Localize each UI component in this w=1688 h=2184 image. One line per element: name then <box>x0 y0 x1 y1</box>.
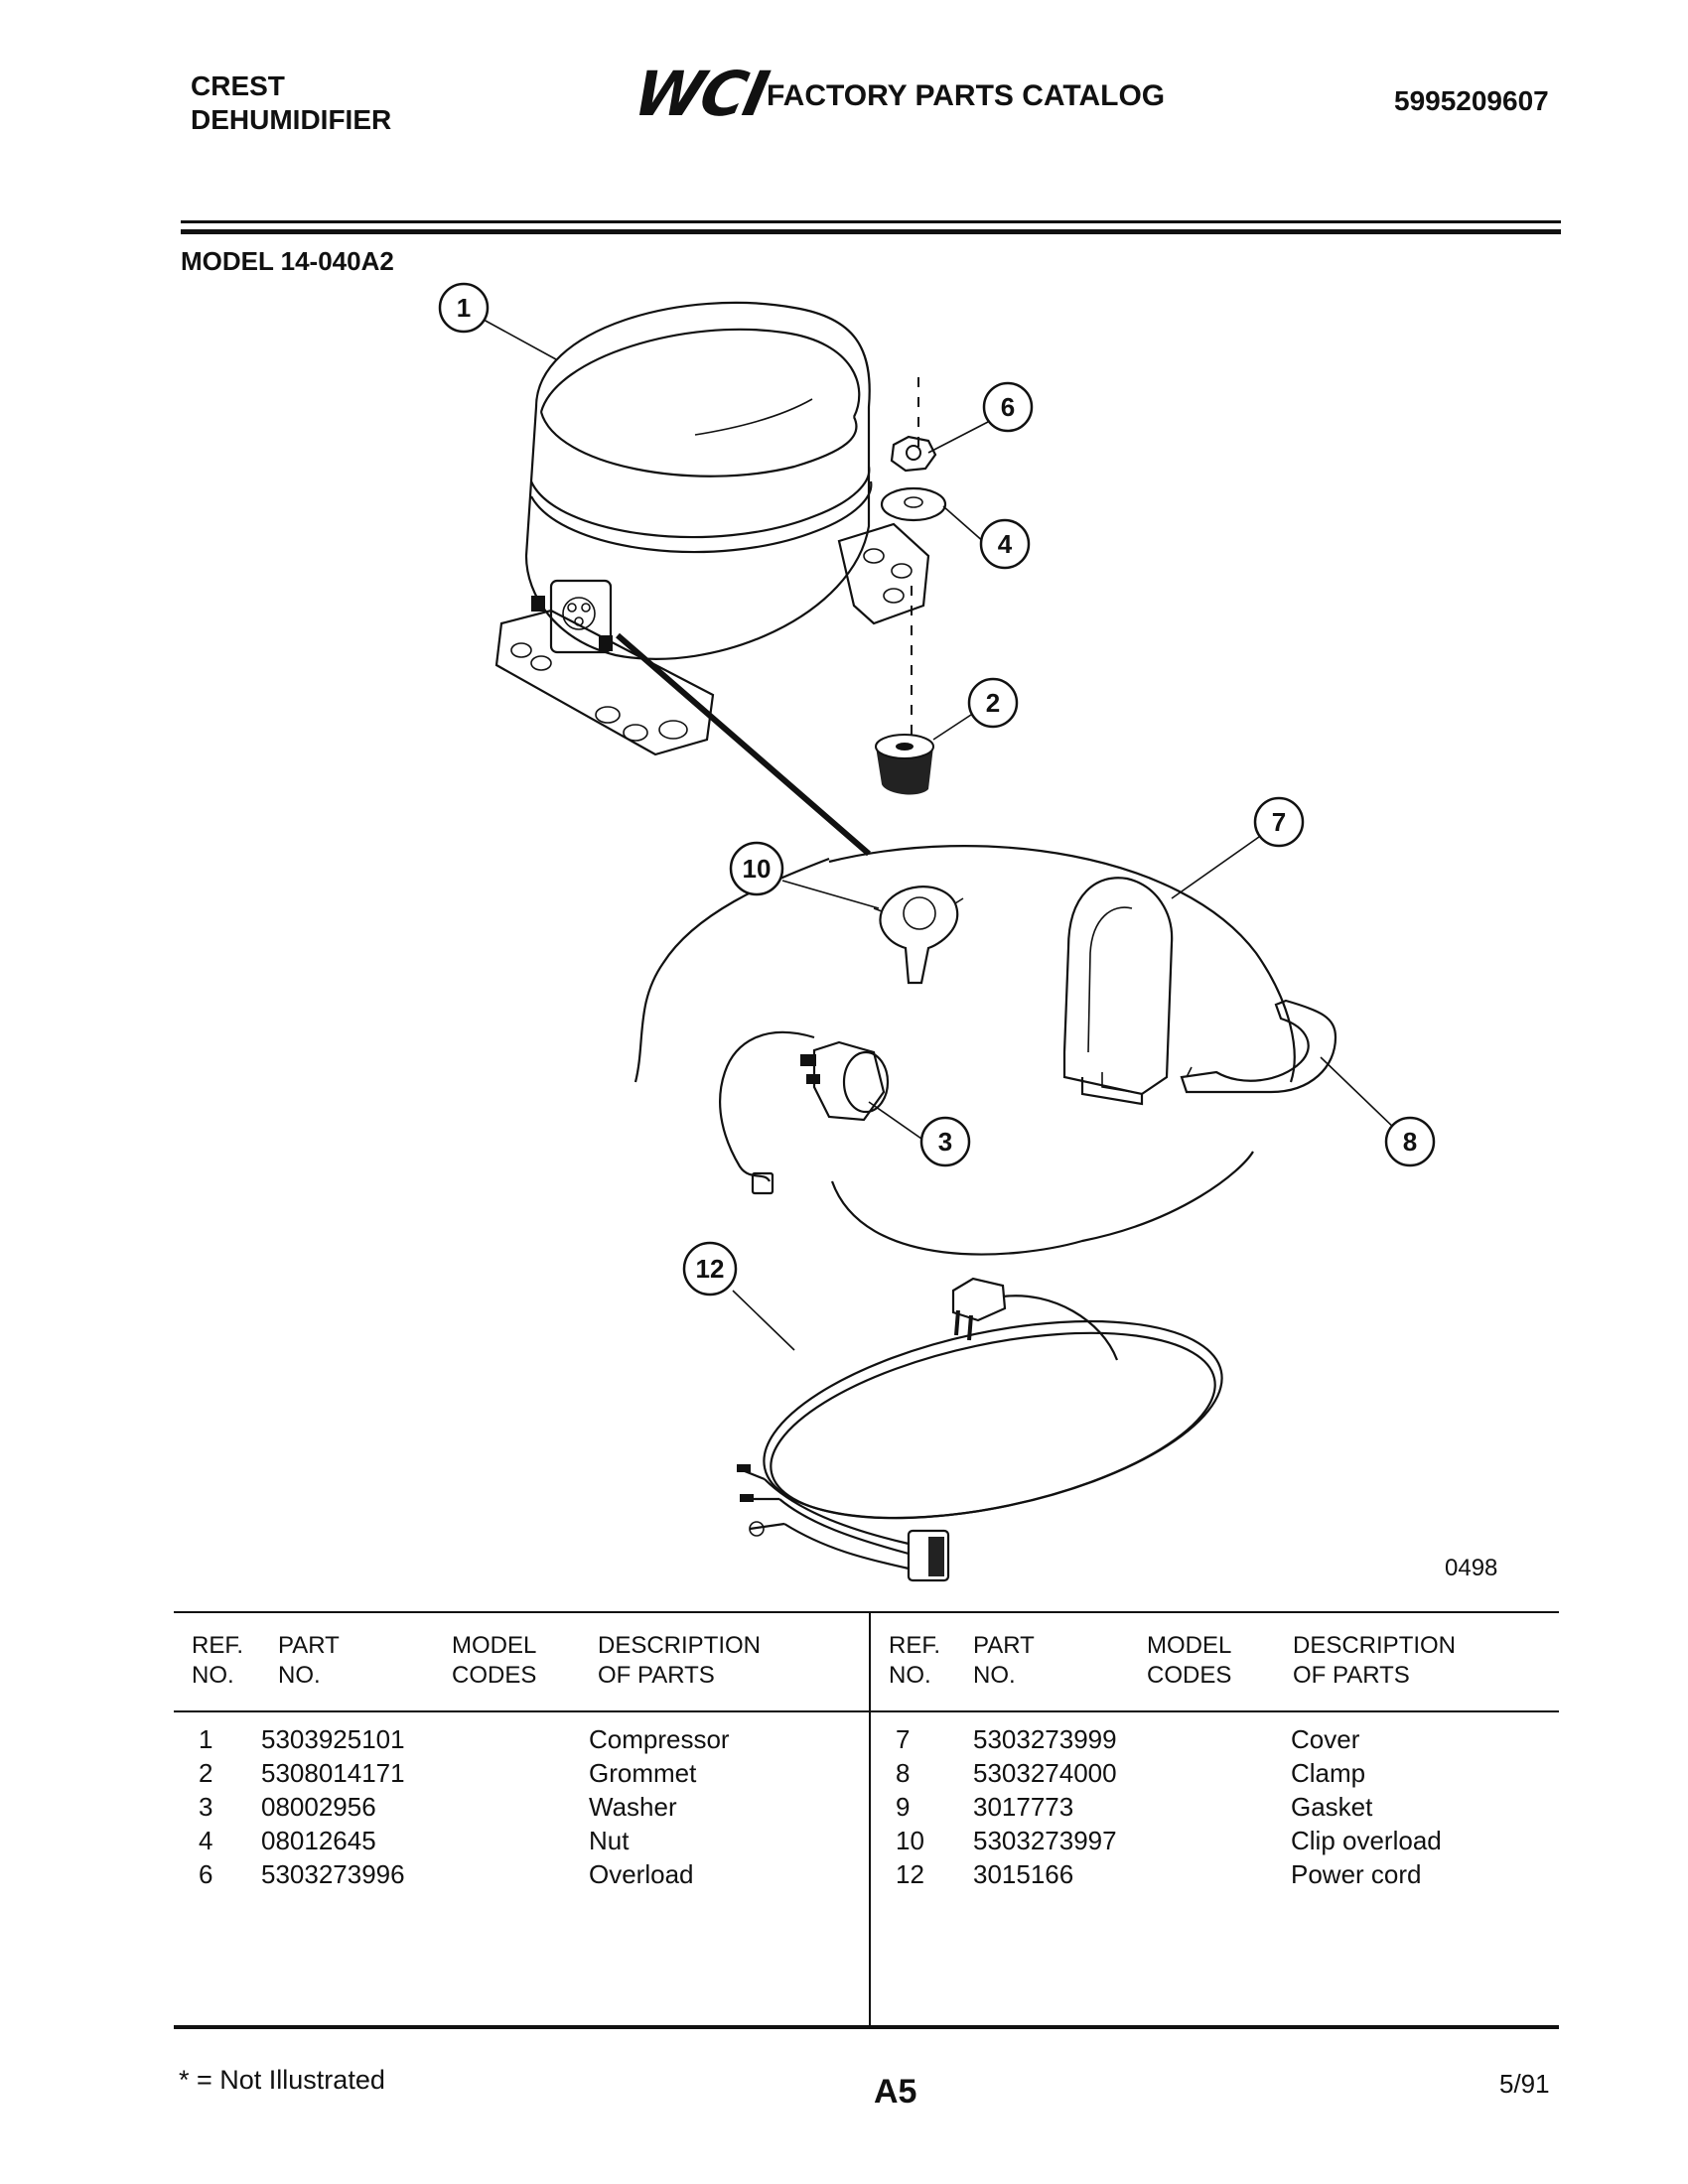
washer-illustration <box>880 486 947 522</box>
ref-no: 6 <box>199 1859 213 1889</box>
part-no: 5303274000 <box>973 1758 1117 1788</box>
clip-overload-illustration <box>873 886 964 985</box>
ref-no: 2 <box>199 1758 213 1788</box>
not-illustrated-note: * = Not Illustrated <box>179 2065 385 2095</box>
figure-code: 0498 <box>1445 1555 1497 1581</box>
clamp-illustration <box>1180 999 1337 1094</box>
part-description: Grommet <box>589 1758 697 1788</box>
part-no: 5303273999 <box>973 1724 1117 1754</box>
ref-no: 10 <box>896 1826 924 1855</box>
svg-text:10: 10 <box>743 854 772 884</box>
part-description: Clamp <box>1291 1758 1366 1788</box>
part-description: Compressor <box>589 1724 730 1754</box>
cover-illustration <box>1062 877 1174 1106</box>
part-description: Gasket <box>1291 1792 1373 1822</box>
part-no: 5303925101 <box>261 1724 405 1754</box>
table-row: 12 3015166 Power cord <box>874 1857 1559 1891</box>
callout-10: 10 <box>729 841 784 896</box>
part-no: 5308014171 <box>261 1758 405 1788</box>
table-row: 1 5303925101 Compressor <box>174 1722 859 1756</box>
svg-text:2: 2 <box>986 688 1000 718</box>
svg-text:7: 7 <box>1272 807 1286 837</box>
svg-text:8: 8 <box>1403 1127 1417 1157</box>
overload-illustration <box>719 1030 890 1195</box>
table-row: 4 08012645 Nut <box>174 1824 859 1857</box>
callout-6: 3 <box>919 1116 971 1167</box>
table-row: 7 5303273999 Cover <box>874 1722 1559 1756</box>
brand-line-2: DEHUMIDIFIER <box>191 104 392 135</box>
part-no: 5303273996 <box>261 1859 405 1889</box>
part-description: Washer <box>589 1792 677 1822</box>
ref-no: 7 <box>896 1724 911 1754</box>
table-top-rule <box>174 1611 1559 1613</box>
svg-text:1: 1 <box>457 293 471 323</box>
ref-no: 1 <box>199 1724 213 1754</box>
table-row: 3 08002956 Washer <box>174 1790 859 1824</box>
ref-no: 4 <box>199 1826 213 1855</box>
brand-title: CREST DEHUMIDIFIER <box>191 69 391 137</box>
ref-no: 9 <box>896 1792 911 1822</box>
header-ref-left: REF.NO. <box>192 1632 244 1689</box>
assembly-axis <box>911 377 919 735</box>
part-description: Power cord <box>1291 1859 1422 1889</box>
part-no: 3017773 <box>973 1792 1074 1822</box>
part-description: Clip overload <box>1291 1826 1442 1855</box>
header-rule-bottom <box>181 229 1561 234</box>
part-no: 08012645 <box>261 1826 376 1855</box>
ref-no: 8 <box>896 1758 911 1788</box>
callout-4: 6 <box>982 381 1034 433</box>
callout-3: 4 <box>979 518 1031 570</box>
callout-12: 12 <box>682 1241 738 1297</box>
revision-date: 5/91 <box>1499 2069 1550 2099</box>
part-description: Overload <box>589 1859 694 1889</box>
compressor-illustration <box>494 301 930 857</box>
part-no: 08002956 <box>261 1792 376 1822</box>
table-row: 6 5303273996 Overload <box>174 1857 859 1891</box>
callout-2: 2 <box>967 677 1019 729</box>
part-no: 5303273997 <box>973 1826 1117 1855</box>
leader-lines <box>483 319 1399 1351</box>
header-ref-right: REF.NO. <box>889 1632 941 1689</box>
svg-text:6: 6 <box>1001 392 1015 422</box>
ref-no: 12 <box>896 1859 924 1889</box>
header-rule-top <box>181 220 1561 223</box>
table-row: 9 3017773 Gasket <box>874 1790 1559 1824</box>
table-row: 2 5308014171 Grommet <box>174 1756 859 1790</box>
table-row: 10 5303273997 Clip overload <box>874 1824 1559 1857</box>
svg-text:12: 12 <box>696 1254 725 1284</box>
parts-table-right: 7 5303273999 Cover 8 5303274000 Clamp 9 … <box>874 1722 1559 1891</box>
table-divider <box>869 1611 871 2028</box>
nut-illustration <box>890 435 937 473</box>
catalog-number: 5995209607 <box>1394 85 1549 116</box>
ref-no: 3 <box>199 1792 213 1822</box>
callout-1: 1 <box>438 282 490 334</box>
table-row: 8 5303274000 Clamp <box>874 1756 1559 1790</box>
parts-table-left: 1 5303925101 Compressor 2 5308014171 Gro… <box>174 1722 859 1891</box>
brand-line-1: CREST <box>191 70 285 101</box>
callout-8: 8 <box>1384 1116 1436 1167</box>
page-number: A5 <box>874 2073 917 2111</box>
grommet-illustration <box>875 734 934 795</box>
power-cord-illustration <box>737 1277 1223 1582</box>
catalog-title: FACTORY PARTS CATALOG <box>767 79 1166 112</box>
svg-text:4: 4 <box>998 529 1013 559</box>
svg-text:3: 3 <box>938 1127 952 1157</box>
part-no: 3015166 <box>973 1859 1074 1889</box>
model-label: MODEL 14-040A2 <box>181 246 394 276</box>
table-bottom-rule <box>174 2025 1559 2029</box>
table-header-rule <box>174 1710 1559 1712</box>
part-description: Nut <box>589 1826 630 1855</box>
exploded-parts-diagram: 1 6 4 2 10 7 3 8 12 0498 <box>438 282 1497 1582</box>
part-description: Cover <box>1291 1724 1360 1754</box>
callout-7: 7 <box>1253 796 1305 848</box>
